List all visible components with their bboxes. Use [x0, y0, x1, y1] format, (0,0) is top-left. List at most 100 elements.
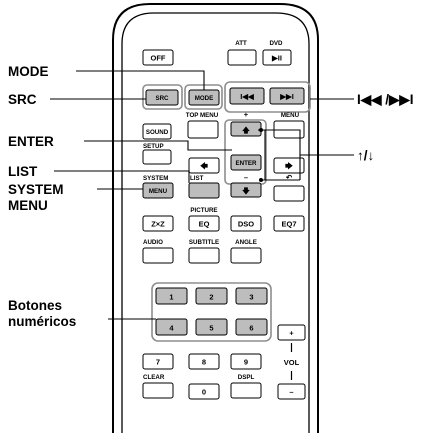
numeric-button-4[interactable]: 4: [155, 318, 188, 336]
svg-text:DSO: DSO: [238, 220, 254, 229]
updown-dot-top: [259, 128, 263, 132]
svg-text:Z×Z: Z×Z: [151, 220, 165, 229]
system-menu-button[interactable]: MENU: [142, 182, 174, 199]
play-pause-icon: ▶II: [271, 54, 282, 63]
setup-label: SETUP: [143, 143, 164, 150]
right-button[interactable]: 🡆: [273, 157, 305, 174]
vol-label: VOL: [284, 358, 300, 367]
plus-label: +: [244, 110, 249, 119]
audio-label: AUDIO: [143, 239, 163, 246]
updown-callout: ↑/↓: [357, 148, 374, 163]
att-label: ATT: [235, 40, 247, 47]
eq-button[interactable]: EQ: [188, 215, 220, 232]
picture-label: PICTURE: [190, 207, 217, 214]
prev-icon: I◀◀: [240, 92, 255, 101]
highlight-skip: [224, 81, 311, 113]
svg-text:OFF: OFF: [151, 54, 166, 63]
svg-text:SRC: SRC: [155, 95, 169, 102]
system-menu-callout-line1: SYSTEM: [8, 182, 64, 197]
numeric-button-5[interactable]: 5: [195, 318, 228, 336]
volume-up-button[interactable]: +: [277, 324, 306, 341]
numeric-callout-line1: Botones: [8, 298, 62, 313]
right-arrow-icon: 🡆: [285, 161, 294, 171]
svg-text:5: 5: [209, 324, 213, 333]
svg-text:7: 7: [156, 358, 160, 367]
left-button[interactable]: 🡄: [188, 157, 220, 174]
setup-button[interactable]: [142, 149, 172, 165]
updown-dot-bottom: [259, 178, 263, 182]
svg-text:3: 3: [249, 293, 253, 302]
numeric-callout-line2: numéricos: [8, 314, 76, 329]
svg-text:8: 8: [202, 358, 206, 367]
dvd-label: DVD: [269, 40, 283, 47]
svg-text:1: 1: [169, 293, 173, 302]
return-button[interactable]: [273, 185, 305, 202]
remote-body: [112, 3, 319, 433]
subtitle-label: SUBTITLE: [189, 239, 219, 246]
mode-callout: MODE: [8, 64, 49, 79]
highlight-src: [142, 84, 183, 110]
volume-down-icon: –: [289, 388, 293, 397]
system-label: SYSTEM: [143, 175, 168, 182]
dspl-button[interactable]: [230, 382, 262, 399]
numeric-button-6[interactable]: 6: [235, 318, 268, 336]
audio-button[interactable]: [142, 247, 174, 264]
svg-text:MENU: MENU: [149, 188, 168, 195]
svg-text:9: 9: [244, 358, 248, 367]
numeric-button-8[interactable]: 8: [188, 353, 220, 370]
highlight-numeric: [151, 282, 272, 342]
src-button[interactable]: SRC: [145, 89, 179, 106]
list-button[interactable]: [188, 182, 220, 199]
numeric-button-7[interactable]: 7: [142, 353, 174, 370]
volume-down-button[interactable]: –: [277, 383, 306, 400]
off-button[interactable]: OFF: [142, 49, 174, 66]
enter-callout: ENTER: [8, 134, 54, 149]
return-icon: ↶: [285, 173, 293, 182]
play-pause-button[interactable]: ▶II: [262, 49, 292, 66]
next-button[interactable]: ▶▶I: [269, 87, 305, 105]
list-label: LIST: [190, 175, 204, 182]
svg-text:EQ7: EQ7: [281, 220, 296, 229]
skip-callout: I◀◀ /▶▶I: [357, 92, 414, 107]
menu-label: MENU: [281, 112, 300, 119]
numeric-button-2[interactable]: 2: [195, 287, 228, 305]
svg-text:ENTER: ENTER: [236, 160, 258, 167]
eq7-button[interactable]: EQ7: [273, 215, 305, 232]
up-button[interactable]: 🡅: [230, 121, 262, 137]
numeric-button-0[interactable]: 0: [188, 383, 220, 400]
svg-text:0: 0: [202, 388, 206, 397]
angle-button[interactable]: [230, 247, 262, 264]
top-menu-button[interactable]: [187, 120, 219, 139]
up-arrow-icon: 🡅: [242, 126, 251, 135]
svg-text:MODE: MODE: [195, 95, 214, 102]
down-button[interactable]: 🡇: [230, 164, 262, 198]
top-menu-label: TOP MENU: [186, 112, 219, 119]
down-arrow-icon: 🡇: [242, 186, 251, 196]
enter-button[interactable]: ENTER: [230, 154, 262, 171]
zxz-button[interactable]: Z×Z: [142, 215, 174, 232]
clear-label: CLEAR: [143, 374, 165, 381]
system-menu-callout-line2: MENU: [8, 198, 48, 213]
volume-up-icon: +: [289, 329, 294, 338]
dso-button[interactable]: DSO: [230, 215, 262, 232]
subtitle-button[interactable]: [188, 247, 220, 264]
numeric-button-3[interactable]: 3: [235, 287, 268, 305]
svg-text:6: 6: [249, 324, 253, 333]
minus-label: –: [244, 173, 248, 182]
sound-button[interactable]: SOUND: [142, 123, 172, 140]
svg-text:4: 4: [169, 324, 174, 333]
angle-label: ANGLE: [235, 239, 257, 246]
left-arrow-icon: 🡄: [200, 161, 209, 171]
numeric-button-9[interactable]: 9: [230, 353, 262, 370]
callout-lines: [50, 70, 354, 320]
dspl-label: DSPL: [238, 374, 255, 381]
clear-button[interactable]: [142, 382, 174, 399]
svg-text:EQ: EQ: [199, 220, 210, 229]
numeric-button-1[interactable]: 1: [155, 287, 188, 305]
prev-button[interactable]: I◀◀: [229, 87, 265, 105]
list-callout: LIST: [8, 164, 38, 179]
next-icon: ▶▶I: [279, 92, 294, 101]
att-button[interactable]: [227, 49, 257, 66]
mode-button[interactable]: MODE: [188, 89, 220, 106]
